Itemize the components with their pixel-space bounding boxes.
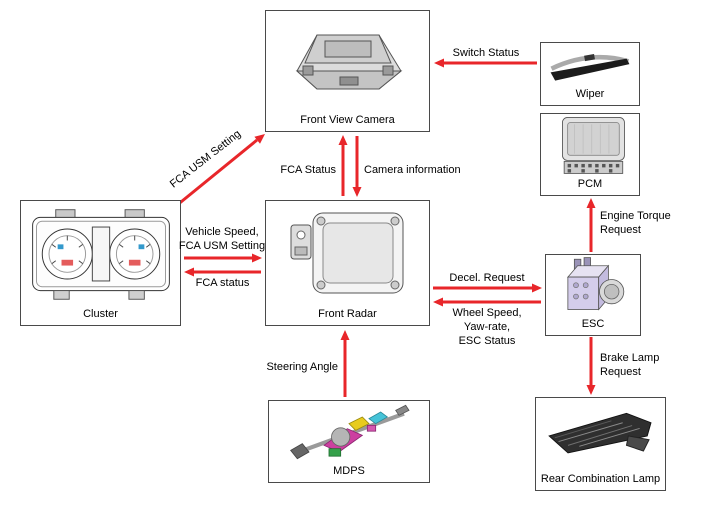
mdps-illustration xyxy=(269,401,429,464)
edge-label-engine-torque-request: Engine Torque Request xyxy=(600,210,671,236)
cluster-illustration xyxy=(21,201,180,307)
node-front-radar: Front Radar xyxy=(265,200,430,326)
node-esc: ESC xyxy=(545,254,641,336)
arrow-engine-torque-up xyxy=(586,198,596,252)
edge-label-fca-usm-diagonal: FCA USM Setting xyxy=(167,127,244,191)
node-rear-combination-lamp: Rear Combination Lamp xyxy=(535,397,666,491)
node-label-front-radar: Front Radar xyxy=(318,307,377,320)
arrow-steering-angle-up xyxy=(340,330,350,397)
pcm-illustration xyxy=(541,114,639,177)
node-pcm: PCM xyxy=(540,113,640,196)
arrow-vehicle-speed-right xyxy=(184,253,262,263)
esc-illustration xyxy=(546,255,640,317)
arrow-fca-status-left xyxy=(184,267,261,277)
node-cluster: Cluster xyxy=(20,200,181,326)
node-front-view-camera: Front View Camera xyxy=(265,10,430,132)
front-view-camera-illustration xyxy=(266,11,429,113)
front-radar-illustration xyxy=(266,201,429,307)
node-label-front-view-camera: Front View Camera xyxy=(300,113,395,126)
arrow-brake-lamp-down xyxy=(586,337,596,395)
edge-label-decel-request: Decel. Request xyxy=(449,272,525,284)
node-mdps: MDPS xyxy=(268,400,430,483)
arrow-fca-status-up xyxy=(338,135,348,196)
node-label-wiper: Wiper xyxy=(575,87,605,100)
node-wiper: Wiper xyxy=(540,42,640,106)
node-label-rear-combination-lamp: Rear Combination Lamp xyxy=(540,472,661,485)
edge-label-vehicle-speed-fca-usm: Vehicle Speed, FCA USM Setting xyxy=(178,226,266,252)
edge-label-fca-status: FCA status xyxy=(195,277,250,289)
node-label-esc: ESC xyxy=(581,317,605,330)
wiper-illustration xyxy=(541,43,639,87)
edge-label-steering-angle: Steering Angle xyxy=(266,361,338,373)
edge-label-switch-status: Switch Status xyxy=(452,47,520,59)
rear-combination-lamp-illustration xyxy=(536,398,665,472)
edge-label-wheel-speed-yaw: Wheel Speed, Yaw-rate, ESC Status xyxy=(452,307,522,347)
node-label-pcm: PCM xyxy=(577,177,603,190)
arrow-wheel-speed-left xyxy=(433,297,541,307)
arrow-camera-information-down xyxy=(352,136,362,197)
node-label-mdps: MDPS xyxy=(333,464,365,477)
edge-label-camera-information: Camera information xyxy=(364,164,461,176)
node-label-cluster: Cluster xyxy=(83,307,118,320)
edge-label-fca-status-camera: FCA Status xyxy=(280,164,336,176)
edge-label-brake-lamp-request: Brake Lamp Request xyxy=(600,352,660,378)
